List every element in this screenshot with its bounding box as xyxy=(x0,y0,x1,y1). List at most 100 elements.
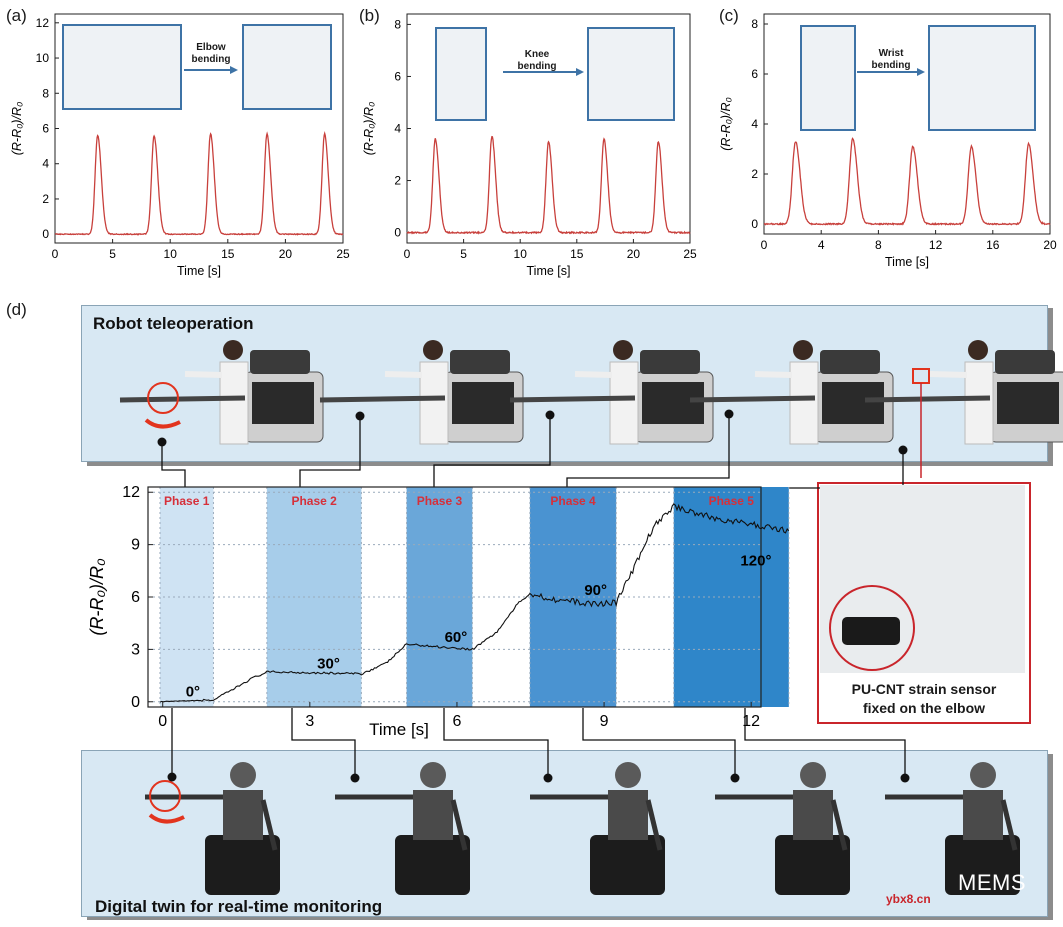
inset-b-right-photo xyxy=(587,27,675,121)
inset-a-label: Elbow bending xyxy=(191,42,231,65)
robot-head xyxy=(640,350,700,374)
inset-arrowhead-2 xyxy=(576,68,584,76)
top-connector-5 xyxy=(764,450,904,489)
operator-head xyxy=(968,340,988,360)
bottom-connector-2 xyxy=(291,708,356,777)
top-robot-2 xyxy=(319,340,524,445)
y-tick-label: 12 xyxy=(36,16,50,30)
phase-label-5: Phase 5 xyxy=(709,494,755,508)
panel-label-d: (d) xyxy=(6,300,27,319)
x-tick-label: 0 xyxy=(158,713,167,730)
twin-head xyxy=(420,762,446,788)
rotation-arrow xyxy=(144,418,181,429)
robot-screen xyxy=(997,382,1059,424)
twin-arm-right xyxy=(450,799,468,851)
operator-head xyxy=(793,340,813,360)
inset-b-label: Knee bending xyxy=(517,49,557,72)
x-tick-label: 12 xyxy=(742,713,760,730)
y-tick-label: 6 xyxy=(131,589,140,606)
series-line xyxy=(764,137,1051,226)
top-strip-title: Robot teleoperation xyxy=(93,314,254,333)
bottom-connector-dot-2 xyxy=(350,773,360,783)
phase-label-4: Phase 4 xyxy=(550,494,596,508)
panel-label-c: (c) xyxy=(719,6,739,25)
sensor-caption: PU-CNT strain sensor fixed on the elbow xyxy=(851,681,997,716)
y-axis-label: (R-R₀)/R₀ xyxy=(87,558,107,636)
x-tick-label: 12 xyxy=(929,238,943,252)
operator-head xyxy=(423,340,443,360)
y-tick-label: 4 xyxy=(42,157,49,171)
bottom-connector-5 xyxy=(744,708,906,777)
x-tick-label: 8 xyxy=(875,238,882,252)
robot-arm xyxy=(509,395,636,403)
x-tick-label: 5 xyxy=(109,247,116,261)
top-robot-3 xyxy=(509,340,714,445)
bottom-connector-dot-1 xyxy=(167,772,177,782)
robot-head xyxy=(995,350,1055,374)
inset-arrowhead-3 xyxy=(917,68,925,76)
twin-rotation-arrow xyxy=(148,813,185,824)
inset-c-left-photo xyxy=(800,25,856,131)
robot-screen xyxy=(452,382,514,424)
twin-robot-1 xyxy=(145,762,280,895)
angle-label-5: 120° xyxy=(740,552,771,569)
bottom-connector-4 xyxy=(582,708,736,777)
y-tick-label: 8 xyxy=(394,17,401,31)
twin-base xyxy=(945,835,1020,895)
robot-head xyxy=(450,350,510,374)
y-tick-label: 10 xyxy=(36,51,50,65)
top-robot-1 xyxy=(119,340,324,445)
inset-c-right-photo xyxy=(928,25,1036,131)
x-tick-label: 9 xyxy=(600,713,609,730)
x-tick-label: 0 xyxy=(404,247,411,261)
inset-arrowhead-1 xyxy=(230,66,238,74)
angle-label-4: 90° xyxy=(584,582,607,599)
x-tick-label: 15 xyxy=(221,247,235,261)
y-tick-label: 6 xyxy=(394,69,401,83)
operator-head xyxy=(613,340,633,360)
series-line xyxy=(55,131,344,236)
operator-arm xyxy=(754,371,793,378)
y-tick-label: 4 xyxy=(394,122,401,136)
y-axis-label: (R-R₀)/R₀ xyxy=(10,102,24,156)
robot-head xyxy=(820,350,880,374)
inset-b-left-photo xyxy=(435,27,487,121)
top-connector-3 xyxy=(433,415,551,487)
x-tick-label: 16 xyxy=(986,238,1000,252)
robot-screen xyxy=(252,382,314,424)
sensor-marker xyxy=(912,368,930,384)
operator-head xyxy=(223,340,243,360)
twin-robot-4 xyxy=(715,762,850,895)
twin-head xyxy=(615,762,641,788)
y-tick-label: 4 xyxy=(751,117,758,131)
top-connector-1 xyxy=(161,442,186,487)
twin-torso xyxy=(413,790,453,840)
top-connector-dot-5 xyxy=(898,445,908,455)
twin-arm-right xyxy=(830,799,848,851)
angle-label-3: 60° xyxy=(445,629,468,646)
robot-arm xyxy=(319,395,446,403)
robot-head xyxy=(250,350,310,374)
y-tick-label: 0 xyxy=(131,694,140,711)
twin-base xyxy=(590,835,665,895)
robot-screen xyxy=(642,382,704,424)
twin-head xyxy=(230,762,256,788)
x-tick-label: 5 xyxy=(460,247,467,261)
y-tick-label: 6 xyxy=(42,122,49,136)
bottom-connector-dot-3 xyxy=(543,773,553,783)
x-axis-label: Time [s] xyxy=(527,264,571,278)
top-connector-dot-2 xyxy=(355,411,365,421)
x-axis-label: Time [s] xyxy=(885,255,929,269)
operator-arm xyxy=(929,371,968,378)
chart-a-frame xyxy=(54,13,344,244)
phase-label-2: Phase 2 xyxy=(291,494,337,508)
robot-screen xyxy=(822,382,884,424)
x-tick-label: 20 xyxy=(627,247,641,261)
twin-torso xyxy=(223,790,263,840)
